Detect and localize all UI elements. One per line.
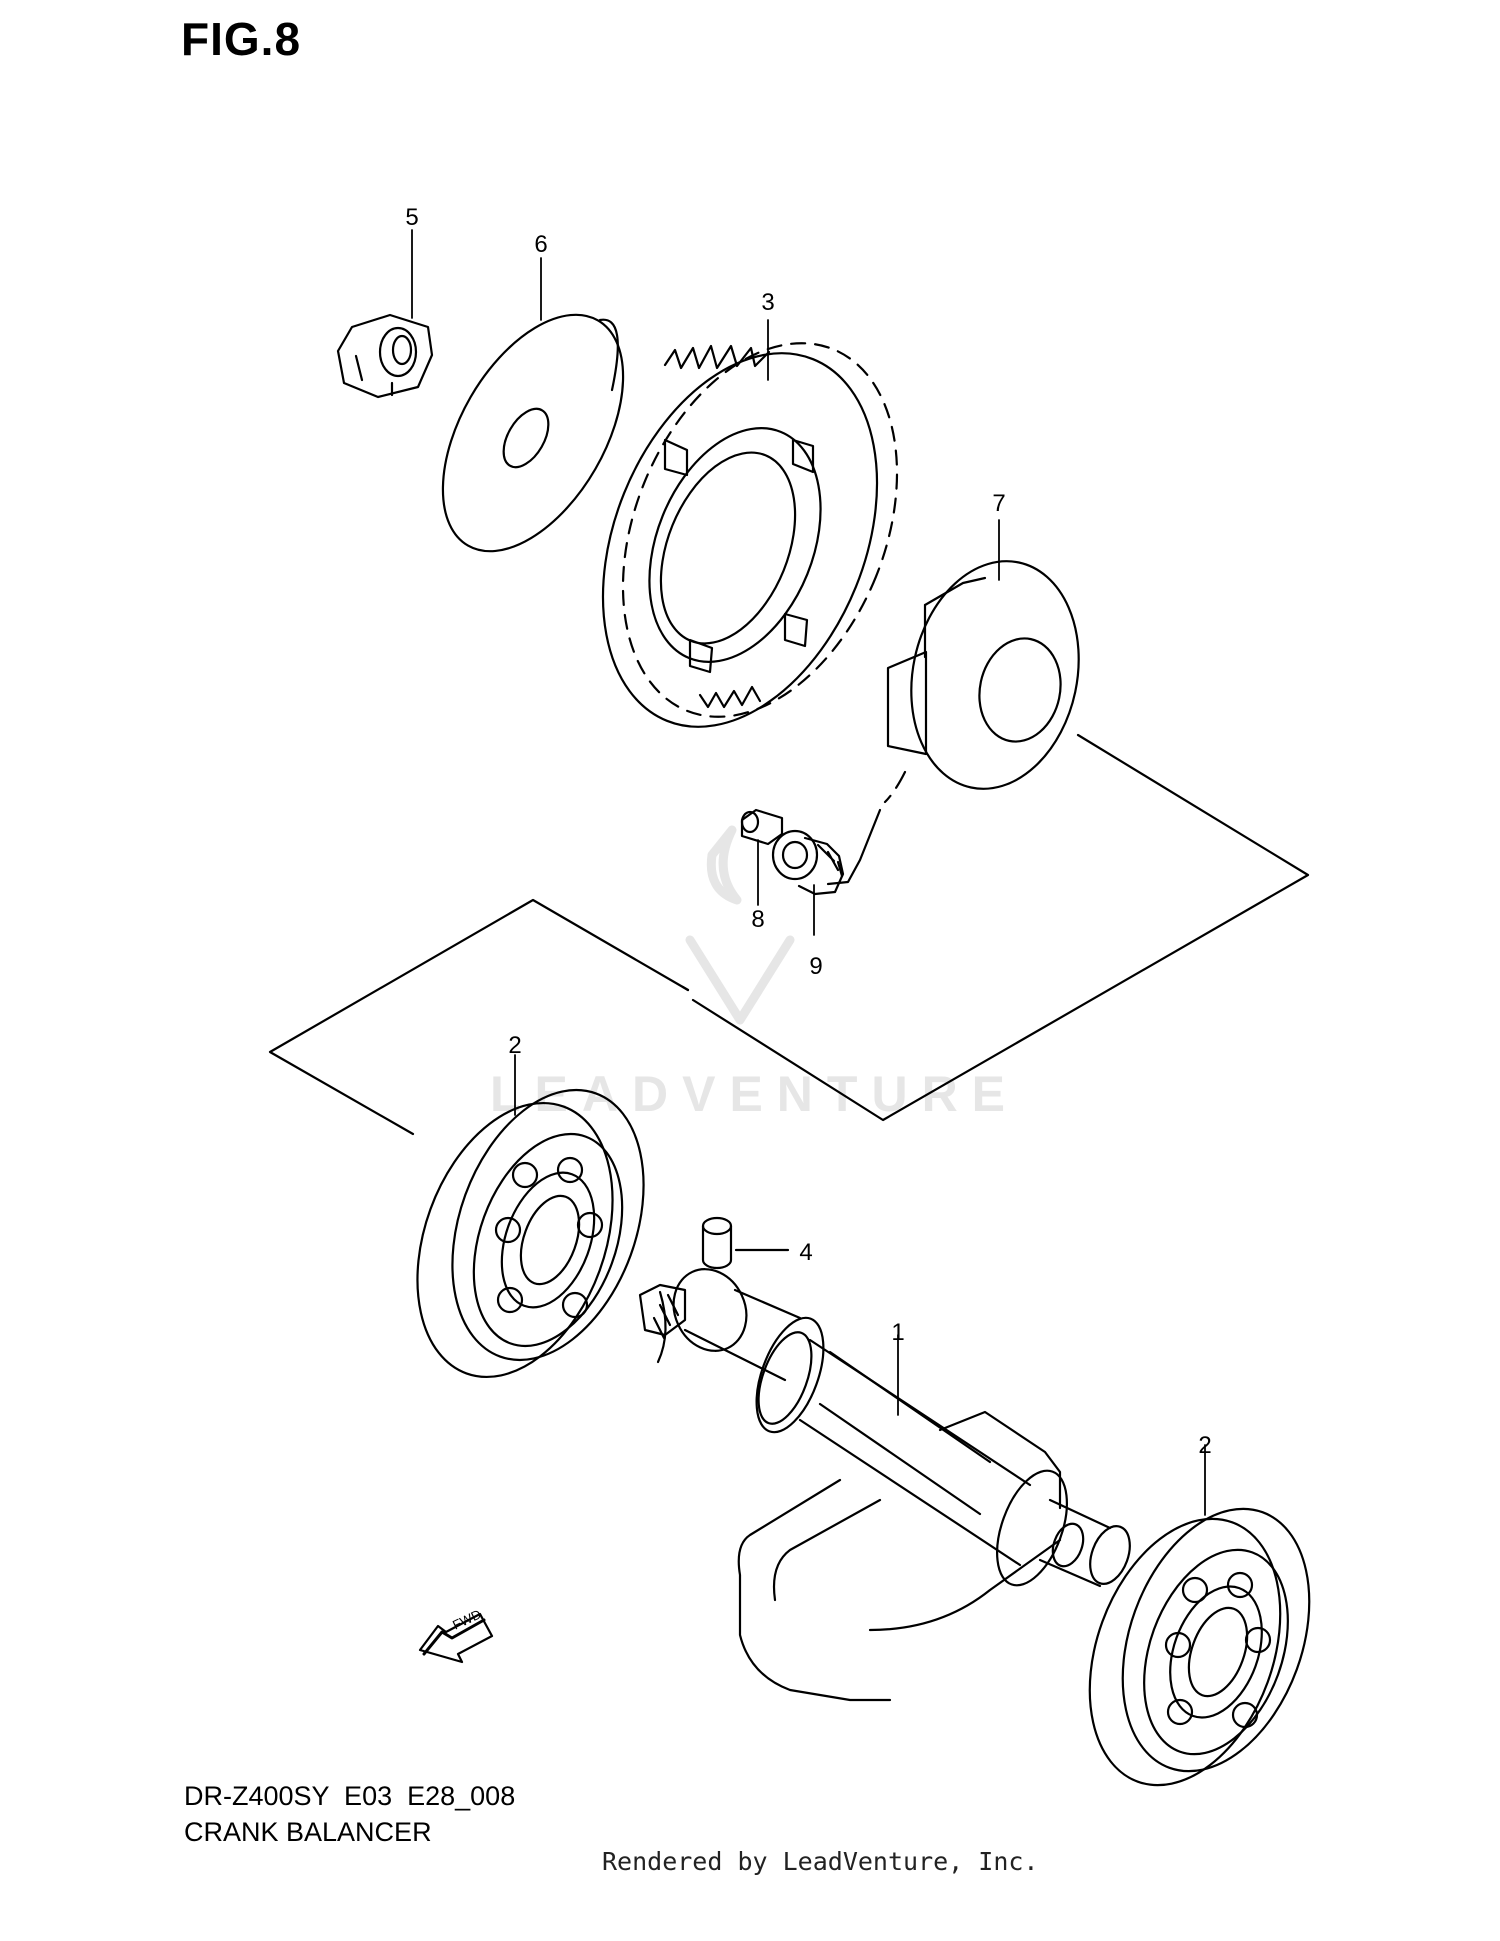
hub-part-7 <box>886 560 1080 790</box>
bearing-part-2-left <box>416 1088 645 1379</box>
callout-7: 7 <box>992 490 1006 517</box>
model-code: DR-Z400SY E03 E28_008 <box>184 1781 516 1811</box>
callout-1: 1 <box>891 1319 905 1346</box>
balancer-shaft-part-1 <box>638 1268 1131 1702</box>
gear-part-3 <box>601 342 899 728</box>
fwd-arrow-icon <box>418 1612 494 1664</box>
alignment-lines <box>268 733 1310 1136</box>
model-name: CRANK BALANCER <box>184 1817 432 1847</box>
callout-2-left: 2 <box>508 1032 522 1059</box>
watermark-logo <box>685 825 795 1025</box>
spring-part-9 <box>771 829 845 896</box>
callout-9: 9 <box>809 953 823 980</box>
washer-part-6 <box>441 313 625 553</box>
callout-3: 3 <box>761 289 775 316</box>
callout-5: 5 <box>405 204 419 231</box>
dowel-part-4 <box>701 1216 790 1270</box>
pin-part-8 <box>740 808 784 846</box>
callout-6: 6 <box>534 231 548 258</box>
callout-2-right: 2 <box>1198 1432 1212 1459</box>
callout-8: 8 <box>751 906 765 933</box>
bearing-part-2-right <box>1088 1507 1311 1787</box>
leader-lines <box>411 229 1206 1516</box>
figure-title: FIG.8 <box>181 13 302 65</box>
nut-part-5 <box>336 313 434 399</box>
rendered-by-credit: Rendered by LeadVenture, Inc. <box>602 1847 1039 1876</box>
callout-4: 4 <box>799 1239 813 1266</box>
